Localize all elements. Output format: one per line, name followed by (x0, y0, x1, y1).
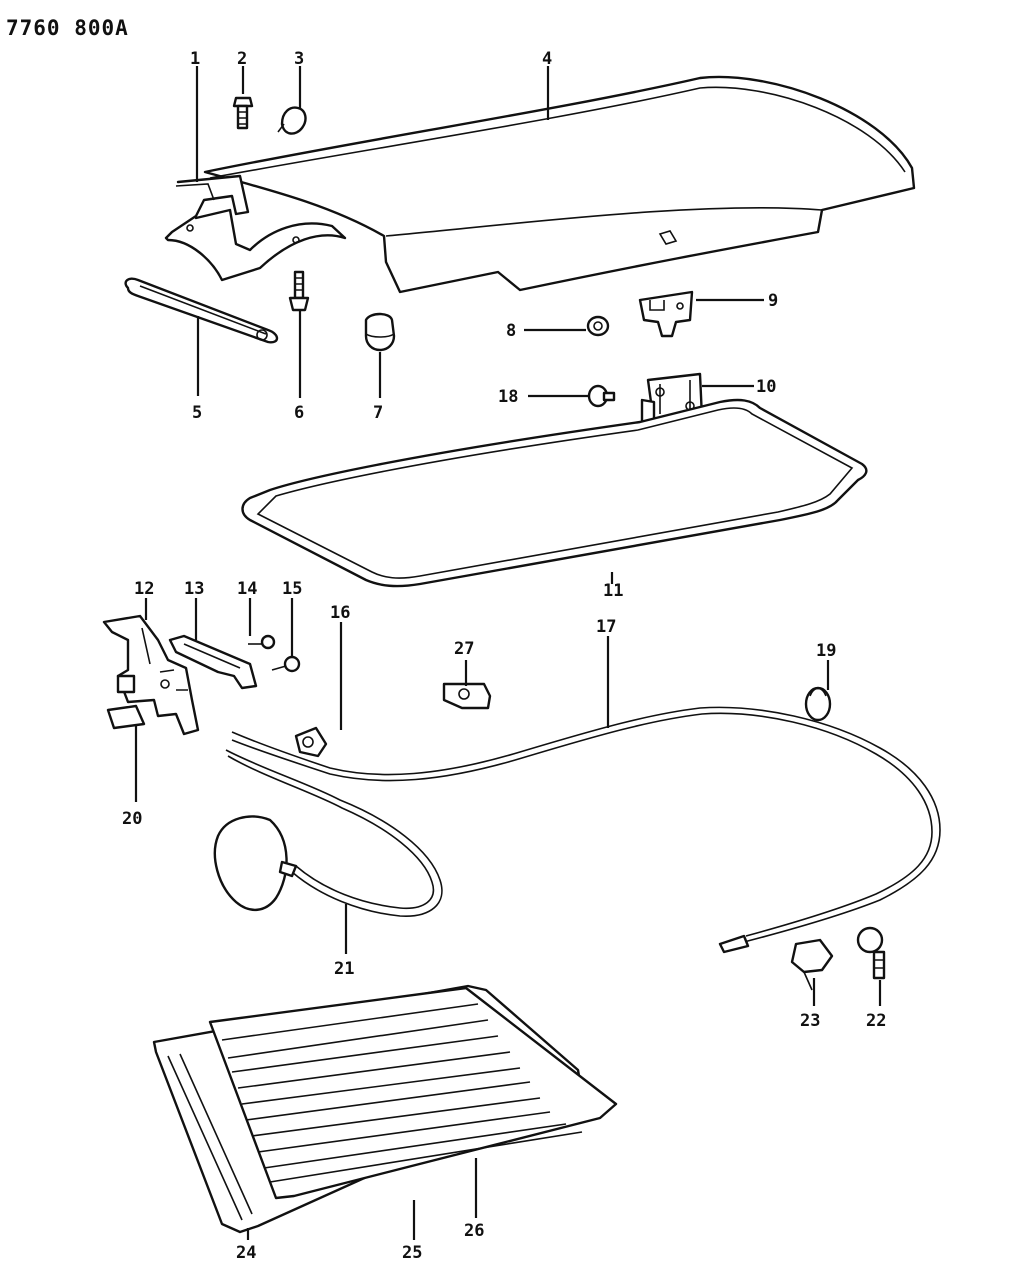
callout-12: 12 (134, 579, 154, 599)
hinge-part (164, 174, 347, 282)
callout-27: 27 (454, 639, 474, 659)
callout-6: 6 (294, 403, 304, 423)
callout-4: 4 (542, 49, 552, 69)
callout-5: 5 (192, 403, 202, 423)
callout-3: 3 (294, 49, 304, 69)
latch-striker-part (638, 290, 694, 338)
callout-17: 17 (596, 617, 616, 637)
clamp-part (804, 686, 832, 722)
callout-15: 15 (282, 579, 302, 599)
torsion-bar-part (124, 277, 279, 344)
stud-bolt-part (288, 270, 310, 312)
clamp-part-22 (856, 926, 886, 980)
callout-labels: 1 2 3 4 5 6 7 8 9 10 11 12 13 14 15 16 1… (122, 49, 886, 1263)
callout-11: 11 (603, 581, 623, 601)
latch-cover-part (168, 634, 258, 690)
trunk-lid-part (203, 75, 916, 294)
callout-7: 7 (373, 403, 383, 423)
screw-part (586, 315, 610, 337)
callout-1: 1 (190, 49, 200, 69)
callout-2: 2 (237, 49, 247, 69)
callout-26: 26 (464, 1221, 484, 1241)
callout-19: 19 (816, 641, 836, 661)
bolt-part (232, 96, 254, 130)
callout-23: 23 (800, 1011, 820, 1031)
callout-14: 14 (237, 579, 257, 599)
release-cable-part (231, 706, 941, 954)
callout-22: 22 (866, 1011, 886, 1031)
callout-16: 16 (330, 603, 350, 623)
trunk-mat-part (152, 984, 618, 1234)
clip-part-23 (790, 938, 834, 991)
callout-18: 18 (498, 387, 518, 407)
cable-clip-part (294, 726, 328, 758)
callout-24: 24 (236, 1243, 256, 1263)
callout-10: 10 (756, 377, 776, 397)
callout-13: 13 (184, 579, 204, 599)
leader-lines (134, 66, 882, 1240)
latch-part (102, 614, 200, 736)
callout-25: 25 (402, 1243, 422, 1263)
screw-part-14 (248, 634, 276, 650)
callout-9: 9 (768, 291, 778, 311)
plug-part (277, 106, 307, 135)
callout-20: 20 (122, 809, 142, 829)
clip-part-27 (442, 682, 492, 710)
callout-8: 8 (506, 321, 516, 341)
callout-21: 21 (334, 959, 354, 979)
screw-part-18 (587, 384, 616, 408)
weatherstrip-part (241, 398, 868, 588)
bushing-part (106, 704, 146, 730)
screw-part-15 (271, 655, 301, 673)
fuel-lid-part (213, 749, 443, 917)
bumper-part (364, 312, 396, 352)
diagram-code: 7760 800A (6, 16, 129, 40)
